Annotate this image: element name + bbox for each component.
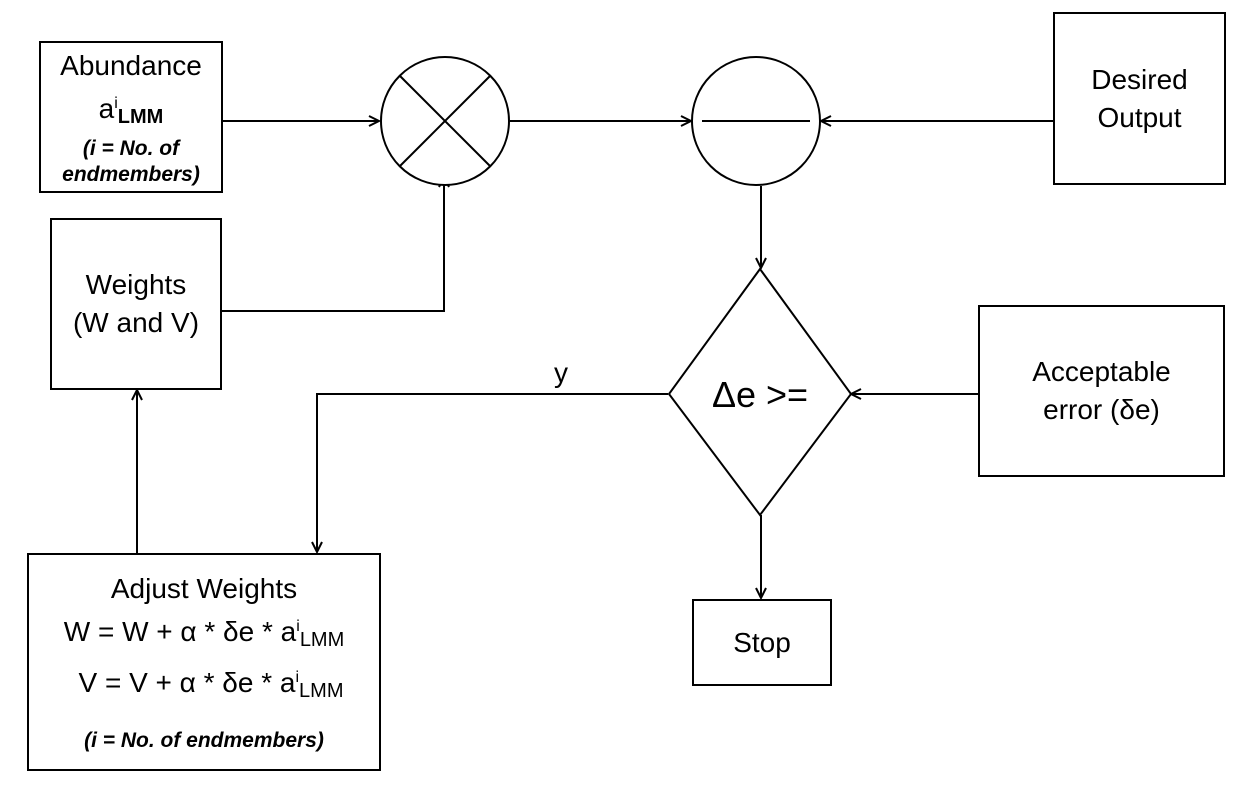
multiply-junction-icon: [380, 56, 510, 186]
decision-diamond: [667, 267, 853, 517]
adjust-v-superscript: i: [295, 669, 300, 686]
adjust-weights-title: Adjust Weights: [110, 573, 298, 604]
abundance-note-line2: endmembers): [62, 162, 200, 186]
abundance-title: Abundance: [60, 49, 202, 81]
acceptable-error-line2: error (δe): [1043, 394, 1160, 425]
acceptable-error-line1: Acceptable: [1032, 356, 1171, 387]
decision-label: Δe >=: [711, 374, 809, 415]
weights-line2: (W and V): [72, 307, 200, 338]
adjust-v-equation: V = V + α * δe * aiLMM: [64, 659, 343, 710]
abundance-subscript: LMM: [117, 105, 164, 128]
arrow-weights-to-multiplier: [222, 177, 444, 312]
abundance-symbol: a: [98, 92, 115, 124]
stop-box: Stop: [692, 599, 832, 686]
acceptable-error-box: Acceptable error (δe): [978, 305, 1225, 477]
abundance-symbol-line: aiLMM: [99, 85, 164, 136]
adjust-weights-box: Adjust Weights W = W + α * δe * aiLMM V …: [27, 553, 381, 771]
subtract-junction-icon: [691, 56, 821, 186]
weights-line1: Weights: [85, 269, 187, 300]
adjust-w-superscript: i: [296, 618, 300, 635]
desired-output-line2: Output: [1097, 101, 1182, 133]
adjust-v-prefix: V = V + α * δe * a: [78, 667, 296, 698]
adjust-v-subscript: LMM: [299, 680, 344, 702]
desired-output-line1: Desired: [1091, 63, 1188, 95]
arrow-decision-to-adjust-weights: [317, 393, 668, 552]
adjust-w-subscript: LMM: [299, 629, 345, 651]
desired-output-box: Desired Output: [1053, 12, 1226, 185]
adjust-weights-note: (i = No. of endmembers): [84, 729, 324, 752]
abundance-superscript: i: [114, 94, 118, 112]
abundance-box: Abundance aiLMM (i = No. of endmembers): [39, 41, 223, 193]
abundance-note-line1: (i = No. of: [82, 136, 180, 160]
weights-box: Weights (W and V): [50, 218, 222, 390]
adjust-w-equation: W = W + α * δe * aiLMM: [64, 608, 345, 659]
adjust-w-prefix: W = W + α * δe * a: [63, 616, 297, 647]
stop-label: Stop: [733, 626, 791, 658]
decision-yes-label: y: [554, 357, 568, 388]
